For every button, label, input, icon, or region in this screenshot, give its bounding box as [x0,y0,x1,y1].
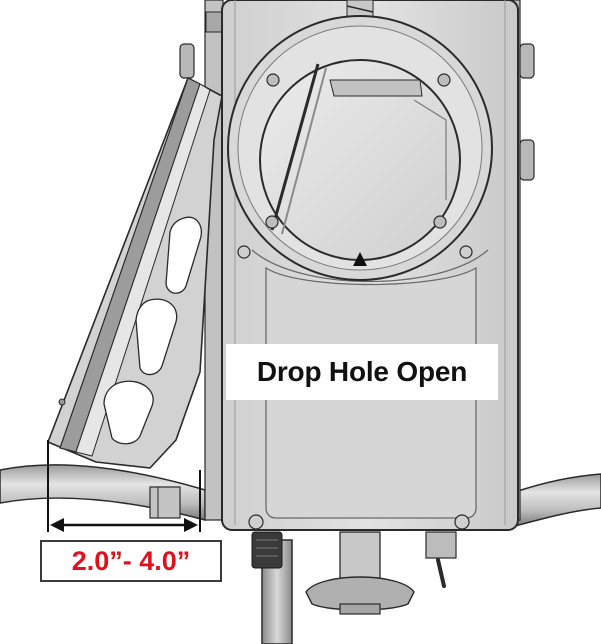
drop-hole-state-label: Drop Hole Open [226,344,498,400]
left-pipe [0,464,206,521]
right-pipe [514,473,601,527]
dimension-label: 2.0”- 4.0” [40,540,222,582]
bottom-fittings [251,531,457,588]
triangle-pointer-icon [353,252,367,266]
drop-hole-flange [227,15,493,281]
knob-handle [305,531,415,615]
bracket-arm [47,77,223,469]
dimension-indicator [47,440,201,532]
